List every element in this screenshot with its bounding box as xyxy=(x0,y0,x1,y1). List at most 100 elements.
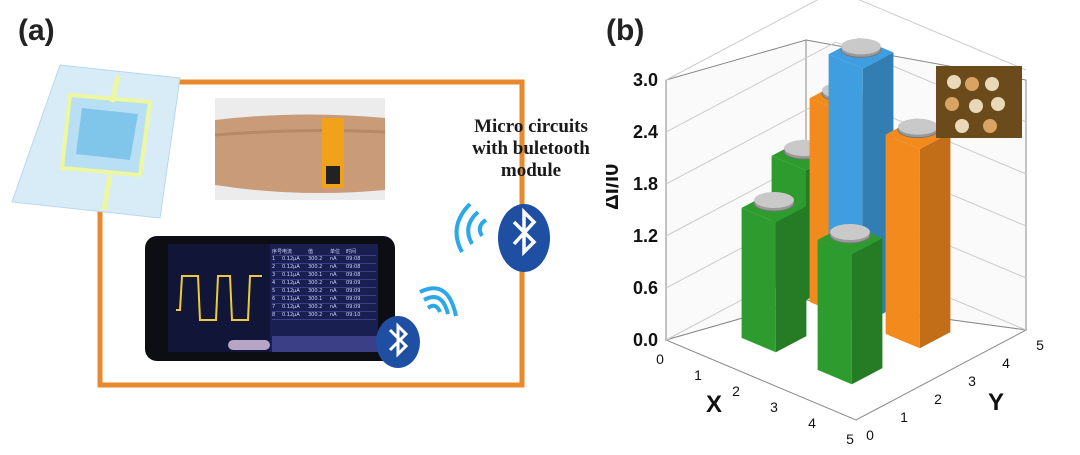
z-tick-label: 0.0 xyxy=(633,330,658,350)
x-tick-label: 3 xyxy=(770,399,778,415)
coin-top xyxy=(841,38,881,55)
bluetooth-icon-phone xyxy=(376,316,420,368)
smartphone xyxy=(145,236,395,361)
phone-table-cell: 8 xyxy=(272,312,276,318)
bar-face-side xyxy=(851,238,883,385)
coin-top xyxy=(830,224,870,240)
phone-table-cell: 4 xyxy=(272,280,276,286)
x-axis-label: X xyxy=(706,391,722,418)
grid-line-z xyxy=(665,0,1027,81)
z-axis-label: ΔI/I0 xyxy=(606,164,623,210)
phone-table-row: 2 0.12μA 300.2 nA 09:08 xyxy=(272,264,376,272)
phone-table-cell: 5 xyxy=(272,288,276,294)
bar-face-side xyxy=(919,132,951,349)
coin-top xyxy=(898,118,938,135)
caption-line: with buletooth xyxy=(472,138,590,159)
phone-table-cell: 2 xyxy=(272,264,276,270)
phone-table-cell: nA xyxy=(330,256,337,262)
bar-face-side xyxy=(775,206,807,353)
y-tick-label: 1 xyxy=(900,409,908,425)
phone-table-cell: nA xyxy=(330,288,337,294)
phone-table-cell: 09:09 xyxy=(346,296,361,302)
phone-table-cell: 0.12μA xyxy=(282,264,300,270)
phone-table-cell: 09:08 xyxy=(346,264,361,270)
y-tick-label: 3 xyxy=(968,373,976,389)
wireless-signal-icon-module xyxy=(454,202,488,253)
bar xyxy=(741,191,807,353)
arm-photo xyxy=(214,98,386,200)
panel-a-illustration xyxy=(11,64,550,388)
phone-table-cell: 300.2 xyxy=(308,304,323,310)
phone-table-cell: 300.2 xyxy=(308,264,323,270)
phone-table-cell: 7 xyxy=(272,304,276,310)
bar-face-front xyxy=(741,207,776,353)
phone-table-header: 序号电流 值 单位时间 xyxy=(272,248,376,256)
phone-table-cell: 300.1 xyxy=(308,296,323,302)
phone-table-cell: 序号 xyxy=(272,249,283,255)
z-tick-label: 1.8 xyxy=(633,174,658,194)
wire-outline xyxy=(97,79,525,388)
x-tick-label: 1 xyxy=(694,367,702,383)
flexible-sensor-chip xyxy=(11,64,181,219)
panel-a-label: (a) xyxy=(18,14,55,47)
phone-table-cell: 1 xyxy=(272,256,276,262)
y-tick-label: 2 xyxy=(934,391,942,407)
phone-table-cell: 0.11μA xyxy=(282,296,300,302)
phone-table-cell: 300.2 xyxy=(308,280,323,286)
phone-table-cell: 0.12μA xyxy=(282,288,300,294)
phone-table-cell: 电流 xyxy=(282,249,293,255)
phone-table-cell: 09:08 xyxy=(346,256,361,262)
bar xyxy=(885,118,951,349)
bar-face-front xyxy=(885,134,920,349)
panel-b-label: (b) xyxy=(606,14,645,47)
bar-face-front xyxy=(817,239,852,385)
phone-table-cell: 值 xyxy=(308,249,314,255)
sensor-array-photo xyxy=(936,66,1022,138)
x-tick-label: 4 xyxy=(808,415,816,431)
z-axis: 0.00.61.21.82.43.0 xyxy=(633,70,658,350)
phone-table-row: 1 0.12μA 300.2 nA 09:08 xyxy=(272,256,376,264)
z-tick-label: 3.0 xyxy=(633,70,658,90)
phone-table-cell: 09:09 xyxy=(346,304,361,310)
phone-data-table: 序号电流 值 单位时间 1 0.12μA 300.2 nA 09:08 2 0.12μA 300.2… xyxy=(272,248,376,320)
phone-table-row: 6 0.11μA 300.1 nA 09:09 xyxy=(272,296,376,304)
bars xyxy=(741,38,951,385)
y-tick-label: 4 xyxy=(1002,355,1010,371)
caption-line: Micro circuits xyxy=(474,116,588,137)
x-tick-label: 2 xyxy=(732,383,740,399)
phone-table-cell: nA xyxy=(330,296,337,302)
bluetooth-icon-module xyxy=(498,204,550,272)
phone-table-cell: 6 xyxy=(272,296,276,302)
x-tick-label: 5 xyxy=(846,431,854,447)
phone-table-cell: 300.2 xyxy=(308,256,323,262)
phone-table-cell: 09:08 xyxy=(346,272,361,278)
phone-table-cell: nA xyxy=(330,304,337,310)
x-tick-label: 0 xyxy=(656,351,664,367)
phone-table-cell: 0.11μA xyxy=(282,272,300,278)
y-tick-label: 5 xyxy=(1036,337,1044,353)
phone-table-cell: 3 xyxy=(272,272,276,278)
wireless-signal-icon-phone xyxy=(419,286,458,317)
z-tick-label: 0.6 xyxy=(633,278,658,298)
phone-table-cell: nA xyxy=(330,264,337,270)
phone-table-cell: 0.12μA xyxy=(282,256,300,262)
z-tick-label: 1.2 xyxy=(633,226,658,246)
phone-table-cell: 单位 xyxy=(330,249,341,255)
phone-table-cell: 0.12μA xyxy=(282,304,300,310)
caption-line: module xyxy=(500,160,562,181)
phone-table-cell: 09:10 xyxy=(346,312,361,318)
phone-table-cell: 300.2 xyxy=(308,312,323,318)
phone-table-cell: 300.2 xyxy=(308,288,323,294)
module-caption: Micro circuits with buletooth module xyxy=(446,116,616,182)
bar xyxy=(817,223,883,385)
phone-table-cell: 0.12μA xyxy=(282,312,300,318)
phone-table-cell: nA xyxy=(330,280,337,286)
phone-table-cell: 时间 xyxy=(346,249,357,255)
phone-table-cell: 300.1 xyxy=(308,272,323,278)
phone-table-row: 7 0.12μA 300.2 nA 09:09 xyxy=(272,304,376,312)
